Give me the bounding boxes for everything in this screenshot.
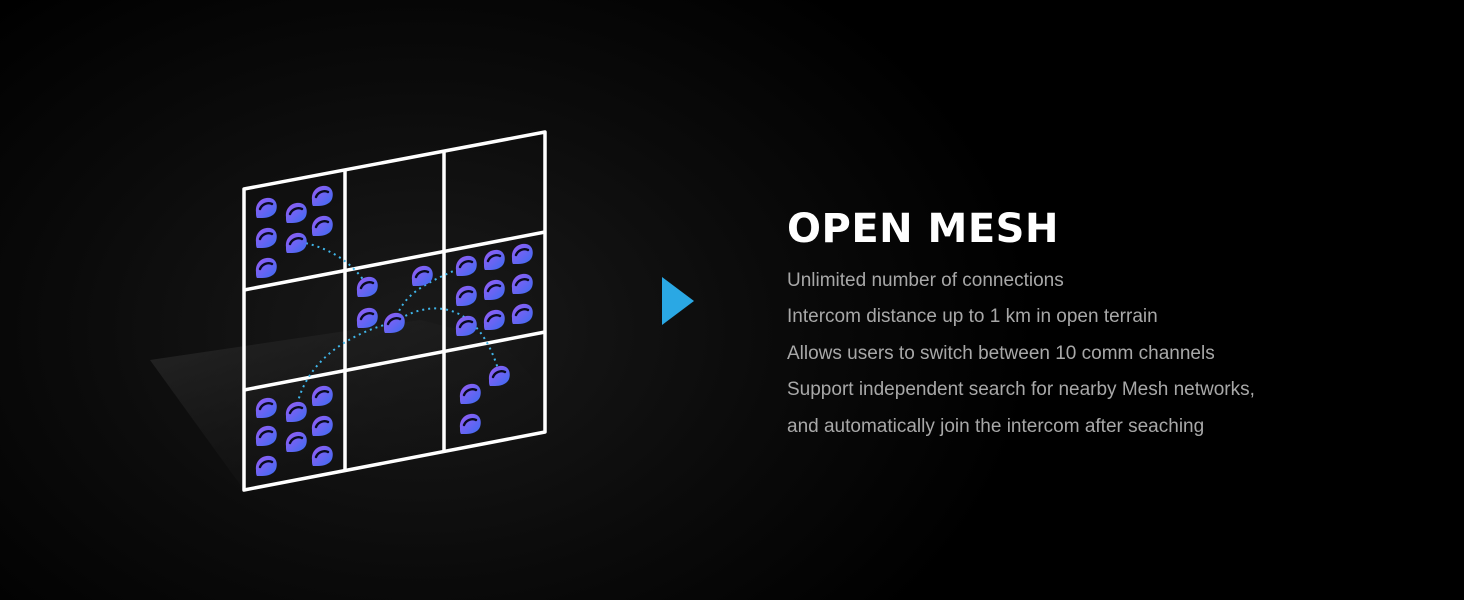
play-arrow-icon: [660, 275, 696, 327]
grid-shadow: [150, 320, 560, 490]
feature-list: Unlimited number of connections Intercom…: [787, 263, 1427, 445]
feature-text-block: OPEN MESH Unlimited number of connection…: [787, 203, 1427, 445]
feature-item: Support independent search for nearby Me…: [787, 372, 1427, 408]
feature-item: Intercom distance up to 1 km in open ter…: [787, 299, 1427, 335]
feature-item: Unlimited number of connections: [787, 263, 1427, 299]
feature-item: Allows users to switch between 10 comm c…: [787, 336, 1427, 372]
section-title: OPEN MESH: [787, 203, 1427, 255]
mesh-network-illustration: [0, 0, 700, 600]
feature-item: and automatically join the intercom afte…: [787, 409, 1427, 445]
